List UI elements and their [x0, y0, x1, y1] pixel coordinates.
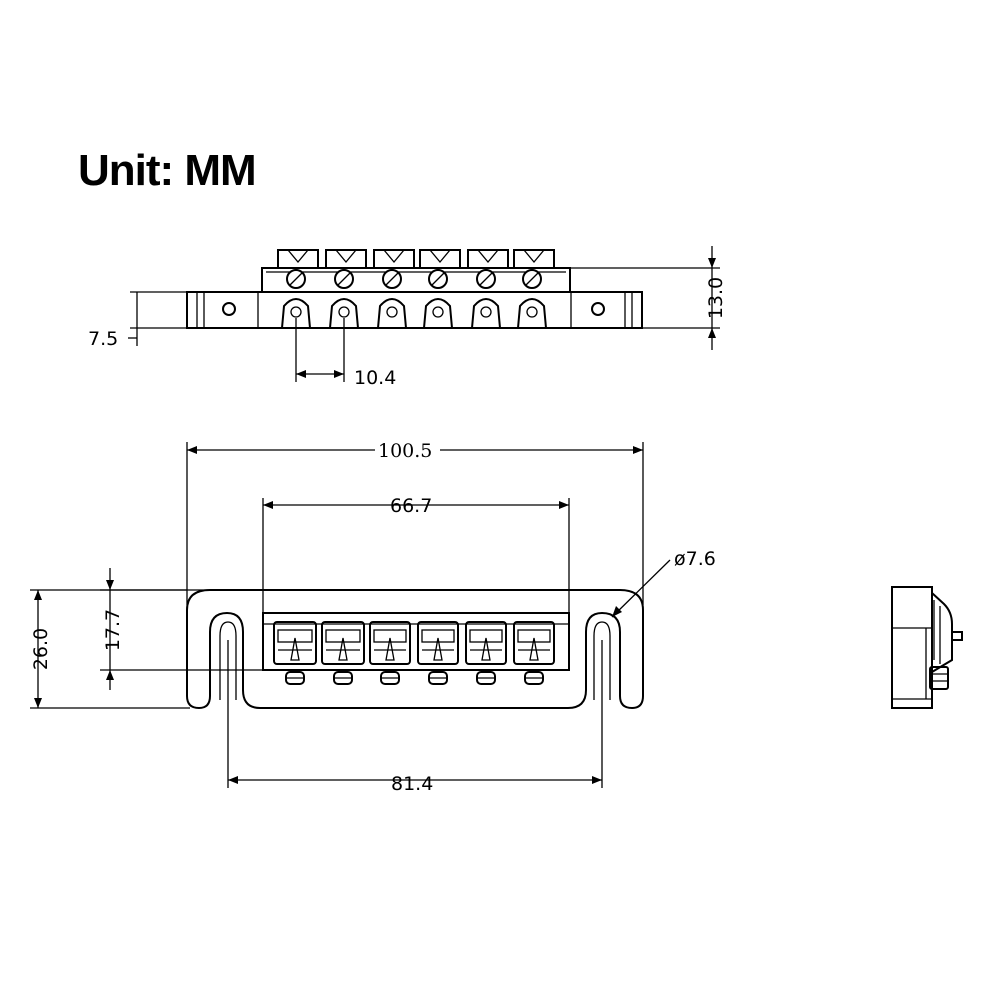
- side-screw: [929, 666, 949, 690]
- dim-label-13-0: 13.0: [705, 277, 727, 319]
- dim-label-100-5: 100.5: [378, 440, 432, 462]
- front-saddles: [277, 249, 555, 268]
- dim-10-4: 10.4: [295, 318, 396, 389]
- dim-label-17-7: 17.7: [102, 609, 124, 651]
- top-body-outline: [186, 589, 644, 710]
- side-saddle-profile: [931, 592, 953, 673]
- dim-7-5: 7.5: [88, 291, 187, 350]
- dim-label-7-5: 7.5: [88, 328, 118, 350]
- dim-100-5: 100.5: [186, 440, 644, 605]
- dim-66-7: 66.7: [262, 495, 570, 613]
- front-screws: [286, 269, 542, 289]
- front-mount-hole-left: [222, 302, 236, 316]
- top-view: [186, 589, 644, 710]
- dim-label-66-7: 66.7: [390, 495, 432, 517]
- unit-title: Unit: MM: [78, 146, 257, 195]
- front-view: [186, 249, 643, 329]
- dim-81-4: 81.4: [227, 640, 603, 795]
- front-housing: [261, 267, 571, 293]
- front-mount-hole-right: [591, 302, 605, 316]
- dim-label-10-4: 10.4: [354, 367, 396, 389]
- top-housing: [262, 612, 570, 671]
- top-saddles: [273, 621, 555, 685]
- front-base-bar: [186, 291, 643, 329]
- dim-26-0: 26.0: [30, 589, 190, 709]
- dim-diameter-7-6: ø7.6: [611, 548, 716, 618]
- side-body: [891, 586, 933, 709]
- dim-label-diameter: ø7.6: [674, 548, 716, 570]
- dim-label-26-0: 26.0: [30, 628, 52, 670]
- dim-13-0: 13.0: [570, 246, 727, 350]
- side-view: [891, 586, 963, 709]
- front-saddle-feet: [281, 298, 547, 329]
- dim-label-81-4: 81.4: [391, 773, 433, 795]
